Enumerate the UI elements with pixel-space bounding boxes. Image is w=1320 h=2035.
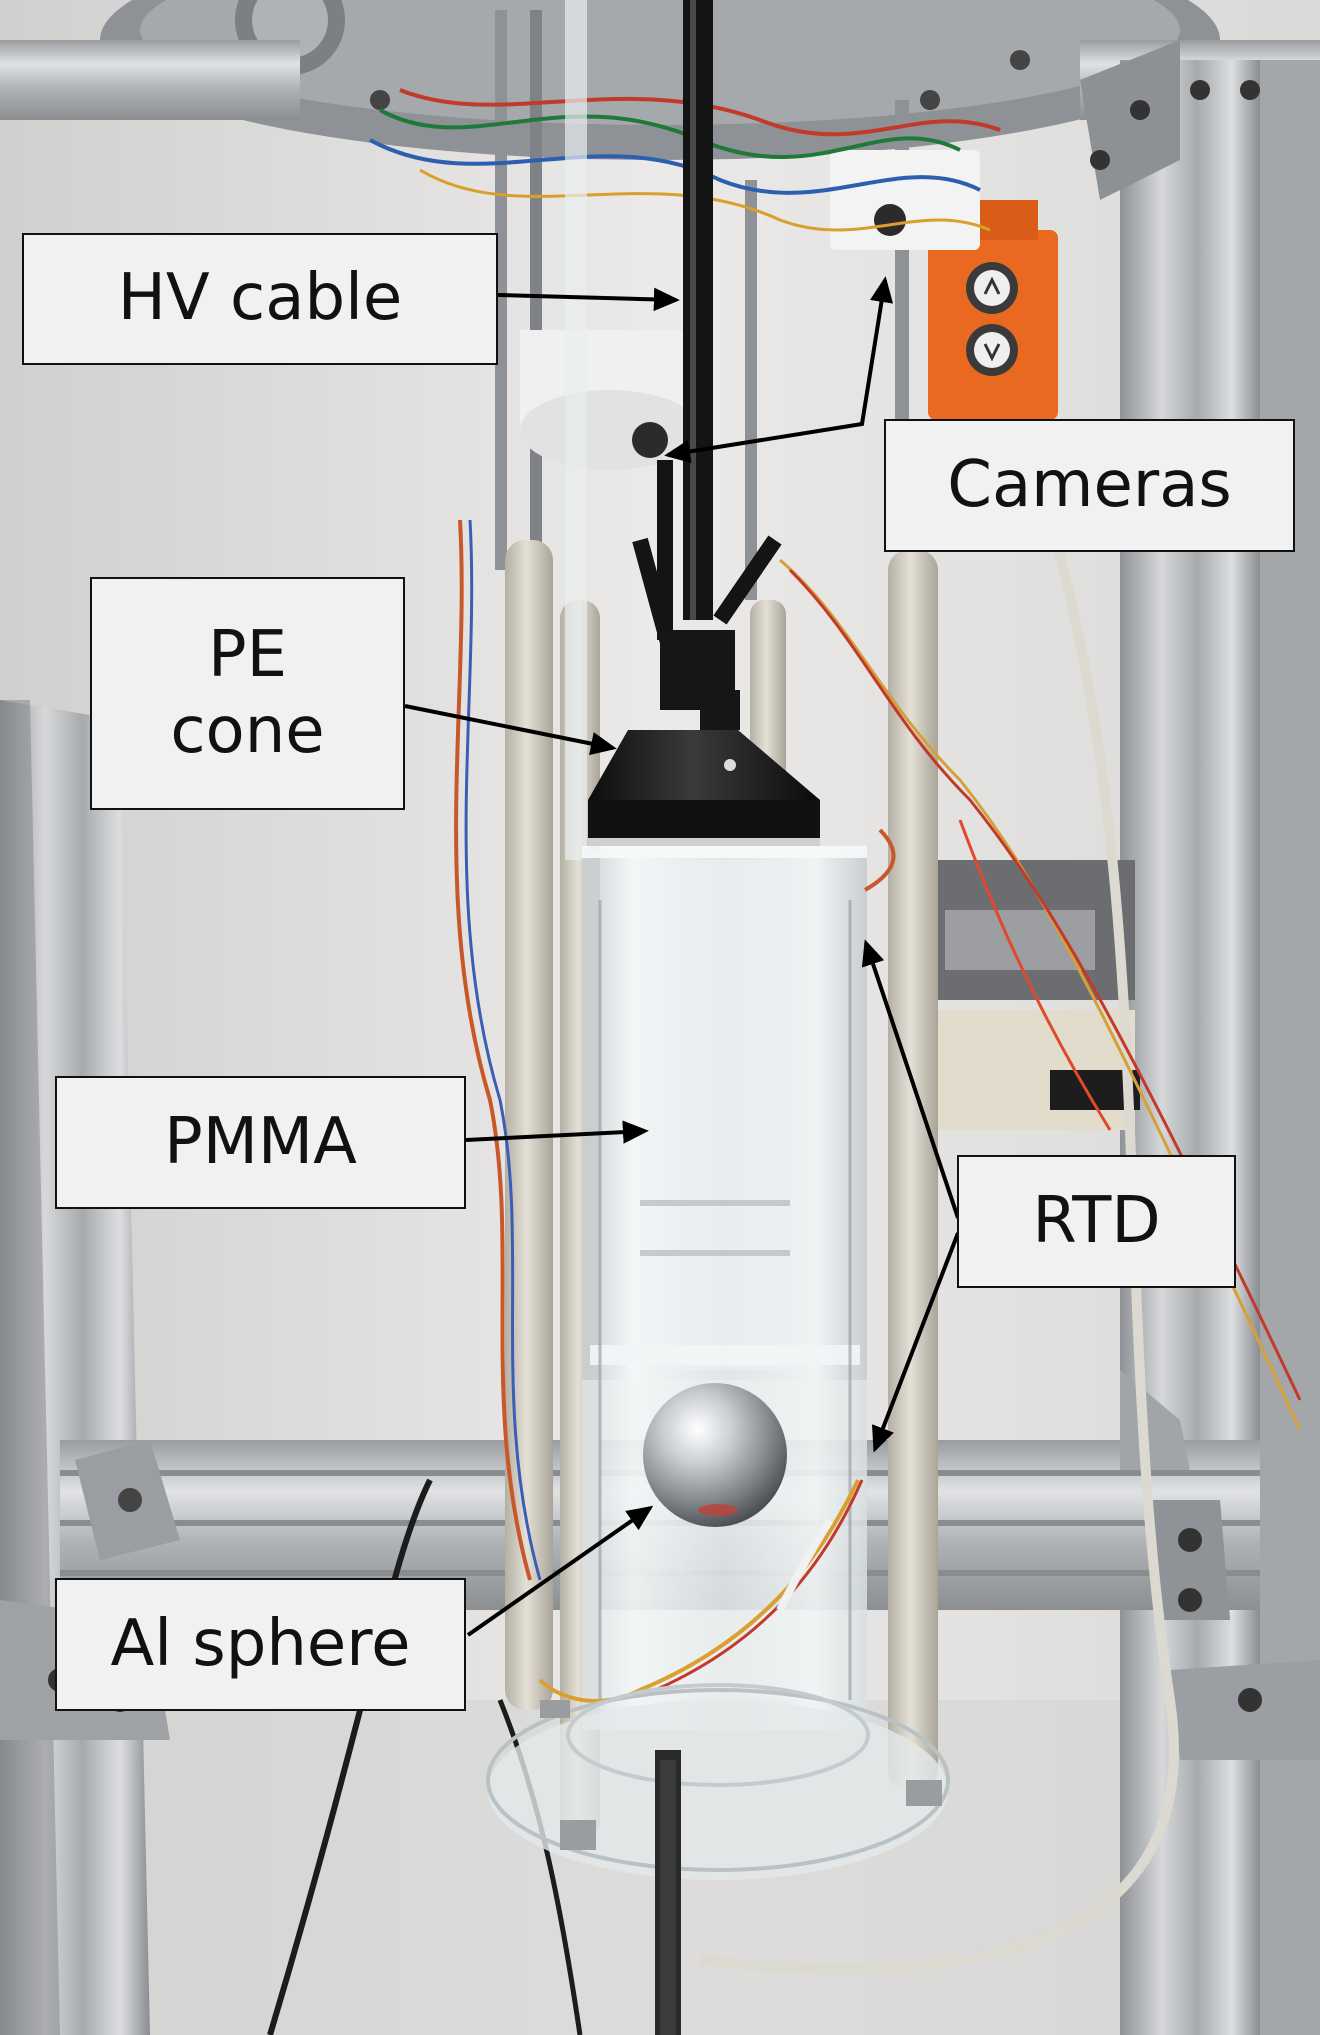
label-al-sphere: Al sphere — [55, 1578, 466, 1711]
label-pmma: PMMA — [55, 1076, 466, 1209]
label-cameras: Cameras — [884, 419, 1295, 552]
label-hv-cable: HV cable — [22, 233, 498, 365]
label-pe-cone: PE cone — [90, 577, 405, 810]
label-rtd: RTD — [957, 1155, 1236, 1288]
